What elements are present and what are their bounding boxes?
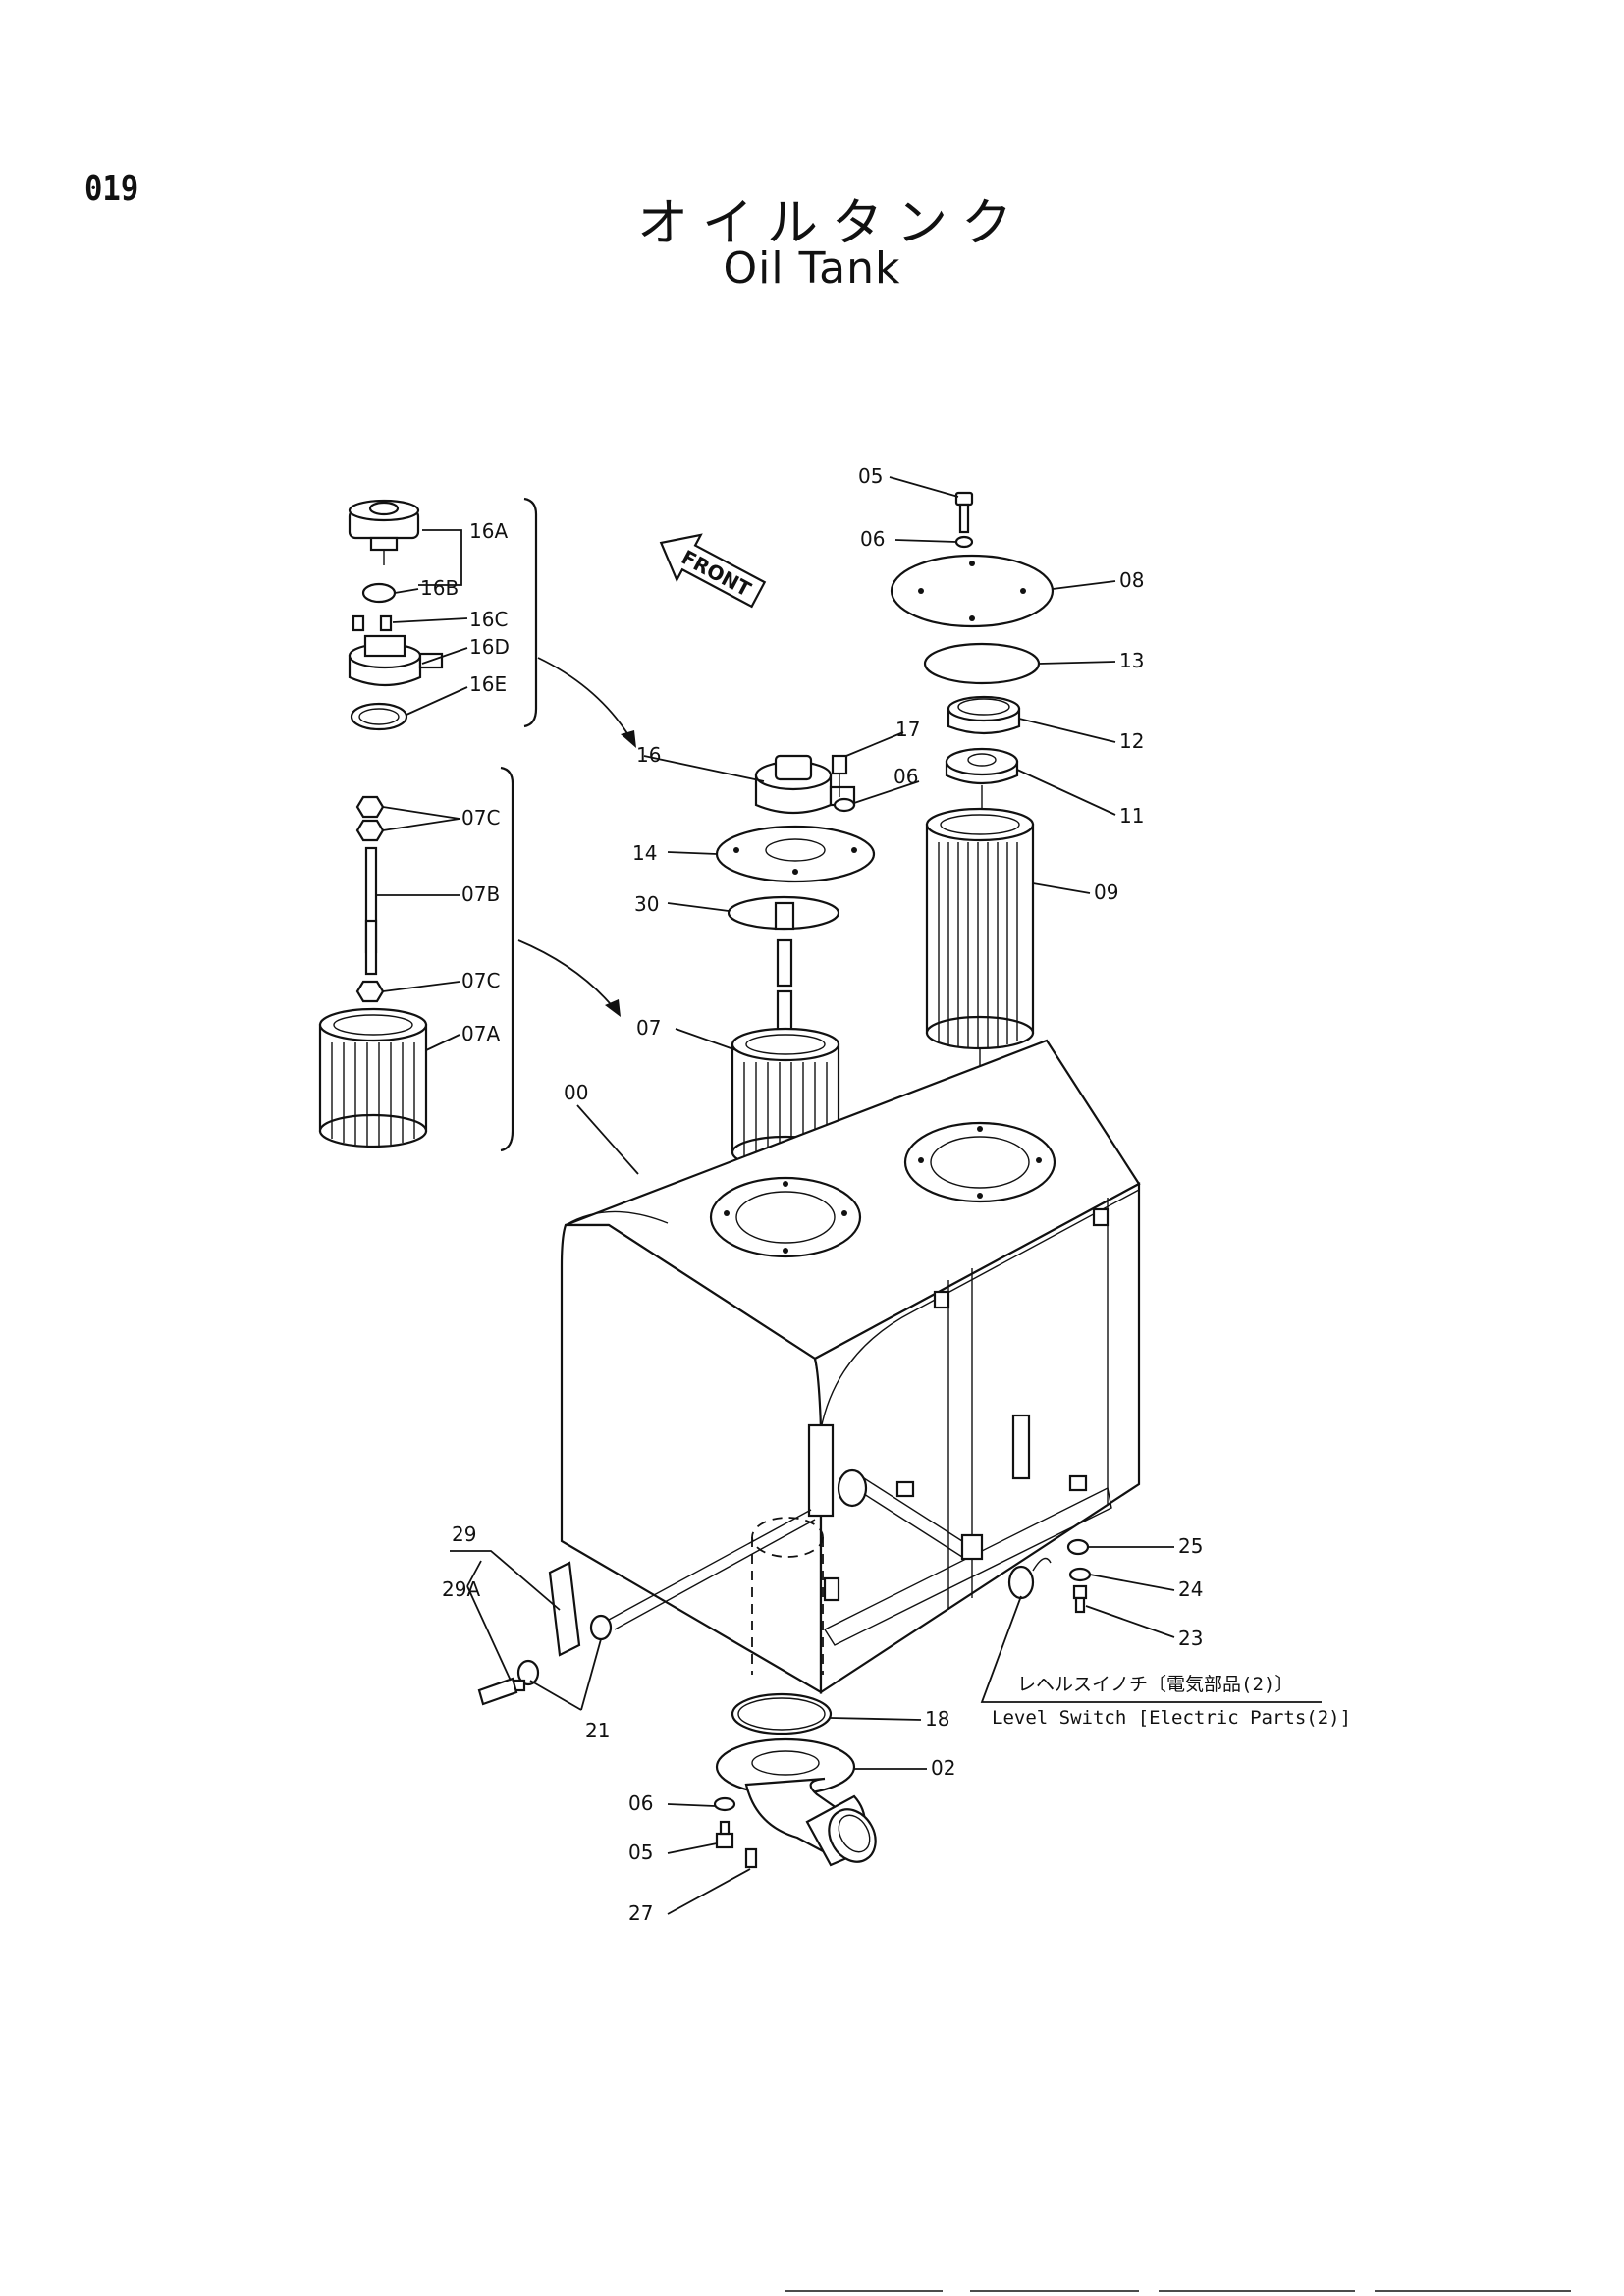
arrowhead-16 bbox=[621, 730, 636, 748]
arrowhead-07 bbox=[605, 999, 621, 1017]
page-number: 019 bbox=[84, 169, 139, 209]
callout-16C: 16C bbox=[469, 608, 508, 631]
callout-labels: 05 06 08 13 12 11 09 17 06 16 14 30 07 0… bbox=[420, 464, 1203, 1925]
callout-07: 07 bbox=[636, 1016, 661, 1040]
breather-detail-group bbox=[348, 497, 538, 731]
callout-30: 30 bbox=[634, 892, 659, 916]
callout-29A: 29A bbox=[442, 1577, 480, 1601]
callout-18: 18 bbox=[925, 1707, 949, 1731]
callout-02: 02 bbox=[931, 1756, 955, 1780]
oil-tank-body bbox=[560, 1039, 1141, 1695]
callout-11: 11 bbox=[1119, 804, 1144, 828]
callout-16A: 16A bbox=[469, 519, 508, 543]
callout-07A: 07A bbox=[461, 1022, 500, 1045]
callout-16: 16 bbox=[636, 743, 661, 767]
clamp-group-left bbox=[450, 1509, 816, 1711]
callout-17: 17 bbox=[895, 718, 920, 741]
callout-23: 23 bbox=[1178, 1627, 1203, 1650]
callout-27: 27 bbox=[628, 1901, 653, 1925]
title-english: Oil Tank bbox=[723, 243, 901, 294]
callout-14: 14 bbox=[632, 841, 657, 865]
callout-13: 13 bbox=[1119, 649, 1144, 672]
callout-24: 24 bbox=[1178, 1577, 1203, 1601]
callout-16B: 16B bbox=[420, 576, 459, 600]
callout-06-bottom: 06 bbox=[628, 1791, 653, 1815]
callout-21: 21 bbox=[585, 1719, 610, 1742]
title-japanese: オイルタンク bbox=[636, 194, 1026, 253]
fastener-group-right bbox=[1066, 1538, 1175, 1638]
callout-05-bottom: 05 bbox=[628, 1841, 653, 1864]
callout-29: 29 bbox=[452, 1522, 476, 1546]
return-filter-assembly bbox=[889, 476, 1116, 1168]
callout-05-top: 05 bbox=[858, 464, 883, 488]
callout-06-top: 06 bbox=[860, 527, 885, 551]
level-switch-note-jp: レヘルスイノチ〔電気部品(2)〕 bbox=[1017, 1674, 1293, 1695]
callout-12: 12 bbox=[1119, 729, 1144, 753]
detail-arrow-07 bbox=[517, 939, 616, 1010]
detail-arrow-16 bbox=[537, 657, 631, 739]
level-switch-leader bbox=[980, 1595, 1322, 1703]
suction-flange-assembly bbox=[667, 1692, 927, 1915]
callout-07B: 07B bbox=[461, 882, 500, 906]
callout-00: 00 bbox=[564, 1081, 588, 1104]
callout-09: 09 bbox=[1094, 881, 1118, 904]
callout-06-mid: 06 bbox=[893, 765, 918, 788]
callout-16D: 16D bbox=[469, 635, 510, 659]
callout-07C-bottom: 07C bbox=[461, 969, 500, 992]
callout-25: 25 bbox=[1178, 1534, 1203, 1558]
callout-08: 08 bbox=[1119, 568, 1144, 592]
strainer-detail-group bbox=[318, 766, 514, 1152]
front-arrow-icon: FRONT bbox=[659, 533, 767, 609]
callout-16E: 16E bbox=[469, 672, 507, 696]
callout-07C-top: 07C bbox=[461, 806, 500, 829]
level-switch-note-en: Level Switch [Electric Parts(2)] bbox=[992, 1707, 1351, 1729]
